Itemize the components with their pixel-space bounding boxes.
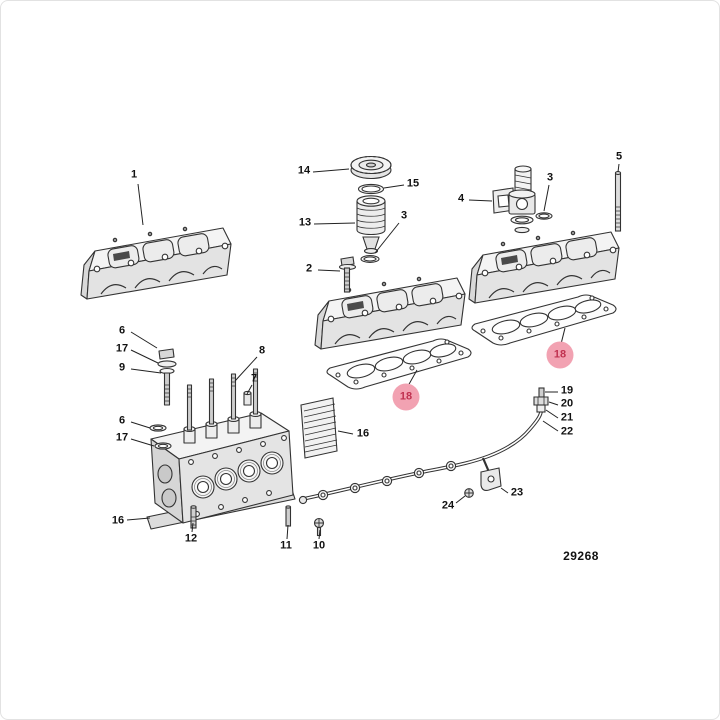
callout-part-1: 1 — [130, 168, 138, 181]
callout-part-5: 5 — [615, 150, 623, 163]
callout-part-9: 9 — [118, 361, 126, 374]
head-studs-and-pins — [190, 505, 325, 537]
valve-cover-left — [80, 226, 232, 300]
callout-part-3-center: 3 — [400, 209, 408, 222]
callout-part-13: 13 — [298, 216, 312, 229]
callout-part-6-top: 6 — [118, 324, 126, 337]
valve-cover-center — [314, 276, 466, 350]
callout-part-11: 11 — [280, 539, 292, 552]
callout-part-24: 24 — [441, 499, 455, 512]
callout-part-22: 22 — [560, 425, 574, 438]
callout-part-6-bottom: 6 — [118, 414, 126, 427]
callout-part-16-head: 16 — [111, 514, 125, 527]
oil-cap-assembly — [350, 155, 392, 263]
valve-cover-gasket-right — [471, 294, 617, 346]
callout-part-4: 4 — [457, 192, 465, 205]
callout-part-7: 7 — [250, 372, 258, 385]
callout-part-18-highlighted-center[interactable]: 18 — [392, 383, 420, 411]
callout-part-17-bottom: 17 — [115, 431, 129, 444]
callout-part-17-top: 17 — [115, 342, 129, 355]
callout-part-18-highlighted-right[interactable]: 18 — [546, 341, 574, 369]
cylinder-head-assembly — [146, 348, 296, 530]
diagram-number: 29268 — [563, 549, 599, 563]
callout-part-14: 14 — [297, 164, 311, 177]
callout-part-10: 10 — [312, 539, 326, 552]
callout-part-19: 19 — [560, 384, 574, 397]
leader-lines — [126, 163, 620, 540]
cover-plate — [300, 397, 338, 459]
callout-part-3-right: 3 — [546, 171, 554, 184]
fuel-line-assembly — [298, 387, 549, 505]
cover-bolt — [338, 256, 357, 293]
valve-cover-gasket-center — [326, 338, 472, 390]
callout-part-8: 8 — [258, 344, 266, 357]
breather-assembly — [492, 165, 553, 234]
long-stud — [614, 171, 622, 232]
callout-part-21: 21 — [560, 411, 574, 424]
callout-part-2: 2 — [305, 262, 313, 275]
callout-part-16-plate: 16 — [356, 427, 370, 440]
callout-part-15: 15 — [406, 177, 420, 190]
valve-cover-right — [468, 230, 620, 304]
callout-part-23: 23 — [510, 486, 524, 499]
callout-part-20: 20 — [560, 397, 574, 410]
callout-part-12: 12 — [184, 532, 198, 545]
